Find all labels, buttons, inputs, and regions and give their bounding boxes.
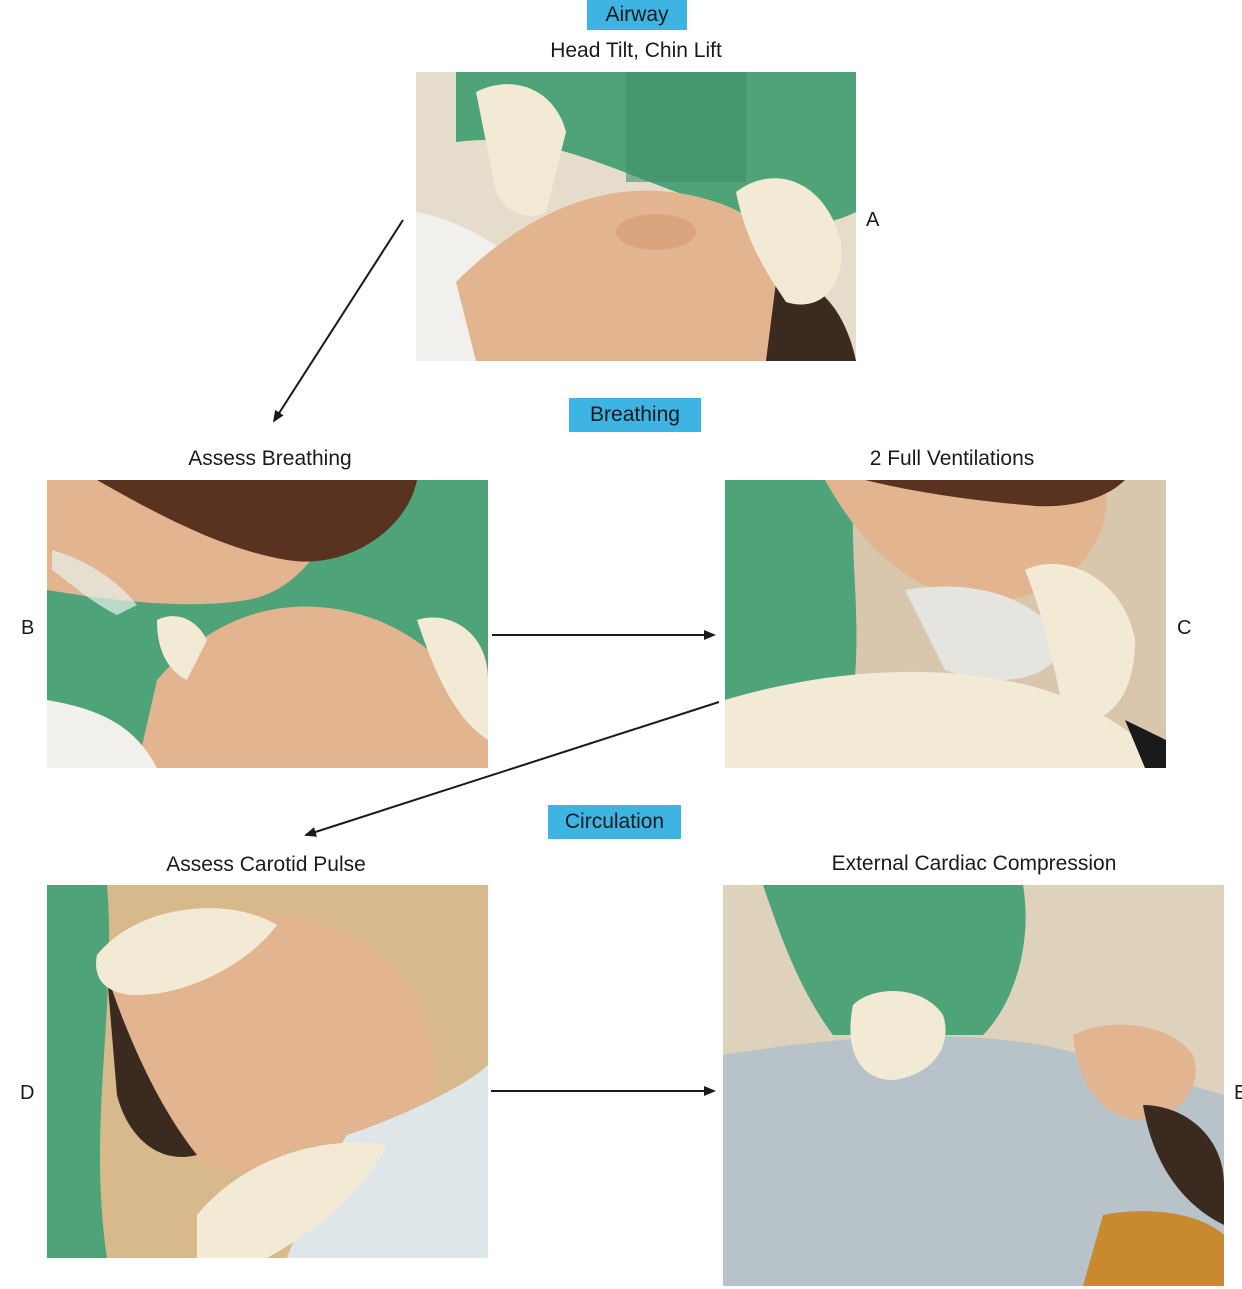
photo-full-ventilations xyxy=(725,480,1166,768)
step-letter-c: C xyxy=(1177,617,1191,640)
photo-external-cardiac-compression xyxy=(723,885,1224,1286)
caption-assess-breathing: Assess Breathing xyxy=(130,447,410,471)
caption-head-tilt-chin-lift: Head Tilt, Chin Lift xyxy=(496,39,776,63)
section-badge-circulation: Circulation xyxy=(548,805,681,839)
caption-external-cardiac-compression: External Cardiac Compression xyxy=(794,852,1154,876)
photo-assess-carotid-pulse xyxy=(47,885,488,1258)
step-letter-e: E xyxy=(1234,1082,1242,1105)
caption-assess-carotid-pulse: Assess Carotid Pulse xyxy=(126,853,406,877)
arrow-a-to-b xyxy=(274,220,403,421)
step-letter-d: D xyxy=(20,1082,34,1105)
section-badge-breathing: Breathing xyxy=(569,398,701,432)
step-letter-a: A xyxy=(866,209,879,232)
caption-full-ventilations: 2 Full Ventilations xyxy=(812,447,1092,471)
photo-head-tilt-chin-lift xyxy=(416,72,856,361)
step-letter-b: B xyxy=(21,617,34,640)
photo-assess-breathing xyxy=(47,480,488,768)
section-badge-airway: Airway xyxy=(587,0,687,30)
